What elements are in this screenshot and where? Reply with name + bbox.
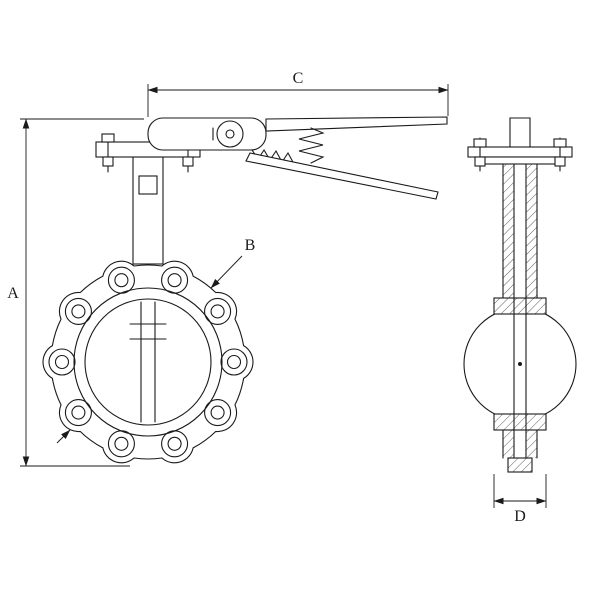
lower-neck-hatch-left bbox=[503, 430, 514, 458]
bolt-hole-inner bbox=[167, 273, 182, 288]
dim-a-label: A bbox=[7, 285, 19, 302]
dim-d-label: D bbox=[514, 508, 526, 525]
dim-b-leader-lower bbox=[56, 429, 71, 444]
side-view bbox=[463, 117, 577, 473]
trigger-lever bbox=[245, 152, 439, 200]
bolt-hole-outer bbox=[64, 297, 92, 326]
bolt-hole-outer bbox=[204, 297, 232, 326]
front-view bbox=[42, 116, 448, 464]
valve-neck bbox=[132, 156, 164, 265]
neck-window bbox=[138, 175, 158, 195]
bolt-hole-inner bbox=[226, 354, 242, 370]
collar-lower-hatch bbox=[494, 414, 546, 430]
bore-circle bbox=[84, 298, 212, 426]
bolt-hole-inner bbox=[71, 405, 86, 420]
handle-pivot-circle bbox=[216, 120, 244, 148]
bolt-hole-outer bbox=[220, 348, 248, 376]
plate-bolt-right-nut bbox=[182, 156, 194, 167]
bolt-hole-outer bbox=[161, 430, 189, 458]
side-bolt-left-head bbox=[473, 138, 487, 148]
bolt-hole-inner bbox=[114, 273, 129, 288]
plate-bolt-left-head bbox=[101, 133, 115, 143]
bolt-hole-outer bbox=[161, 266, 189, 294]
body-circle-outer bbox=[73, 287, 223, 437]
bolt-holes bbox=[48, 266, 248, 458]
bolt-hole-inner bbox=[54, 354, 70, 370]
collar-upper-outline bbox=[493, 297, 547, 315]
side-mounting-plate bbox=[467, 146, 573, 158]
lower-neck-hatch-right bbox=[526, 430, 537, 458]
neck-section-hatch-right bbox=[526, 164, 537, 298]
collar-lower-outline bbox=[493, 413, 547, 431]
bolt-hole-inner bbox=[71, 304, 86, 319]
bolt-hole-inner bbox=[210, 304, 225, 319]
disc-center-point bbox=[518, 362, 522, 366]
side-mounting-subplate bbox=[481, 156, 559, 165]
side-bolt-left-nut bbox=[474, 156, 486, 167]
bolt-hole-outer bbox=[204, 398, 232, 427]
collar-upper-hatch bbox=[494, 298, 546, 314]
bolt-hole-inner bbox=[114, 436, 129, 451]
bolt-hole-outer bbox=[64, 398, 92, 427]
handle-lever bbox=[265, 116, 448, 132]
handle-pivot-hole bbox=[225, 129, 235, 139]
bolt-hole-outer bbox=[107, 266, 135, 294]
stem-top bbox=[509, 117, 531, 149]
bolt-hole-outer bbox=[107, 430, 135, 458]
dimension-a: A bbox=[7, 118, 144, 467]
bottom-cap-outline bbox=[507, 457, 533, 473]
dimension-b: B bbox=[56, 237, 256, 444]
side-bolt-right-head bbox=[553, 138, 567, 148]
bolt-hole-inner bbox=[167, 436, 182, 451]
side-bolt-right-nut bbox=[554, 156, 566, 167]
flange-outline bbox=[42, 260, 254, 464]
dimension-c: C bbox=[147, 70, 449, 117]
neck-section-hatch-left bbox=[503, 164, 514, 298]
dimension-d: D bbox=[493, 474, 547, 525]
bolt-hole-inner bbox=[210, 405, 225, 420]
plate-bolt-left-nut bbox=[102, 156, 114, 167]
dim-b-label: B bbox=[245, 237, 256, 254]
bolt-hole-outer bbox=[48, 348, 76, 376]
handle-head bbox=[147, 117, 267, 151]
dim-b-leader-upper bbox=[210, 255, 243, 289]
bottom-cap-hatch bbox=[508, 458, 532, 472]
trigger-spring bbox=[298, 127, 325, 164]
dim-c-label: C bbox=[293, 70, 304, 87]
